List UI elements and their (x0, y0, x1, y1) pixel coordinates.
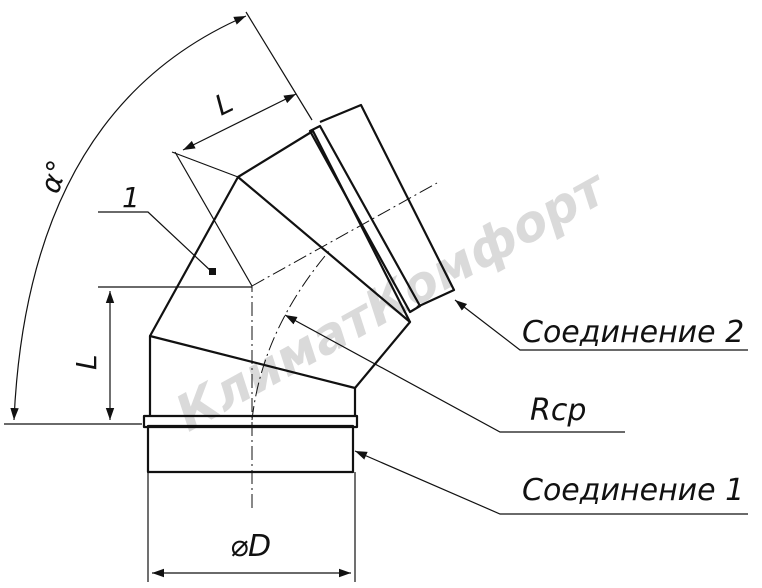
inclined-centerline (251, 182, 438, 287)
dimension-lines (4, 11, 748, 582)
length-left-label: L (70, 354, 103, 370)
radius-arc (251, 249, 331, 421)
connection-1-label: Соединение 1 (522, 473, 744, 508)
segment-3 (237, 129, 411, 323)
leader-connection-2 (454, 299, 748, 351)
angle-extension-2 (245, 11, 313, 121)
angle-label: α° (33, 156, 74, 197)
length-top-label: L (210, 86, 238, 123)
centerlines (251, 182, 438, 508)
l-top-extension (171, 151, 239, 178)
top-collar (319, 103, 456, 308)
top-bead (308, 124, 422, 314)
bottom-bead (142, 414, 359, 429)
leader-connection-1 (354, 450, 748, 515)
item-number-label: 1 (122, 181, 140, 214)
item-1-point (209, 268, 216, 275)
connection-2-label: Соединение 2 (522, 315, 744, 350)
leader-item-1 (98, 211, 213, 273)
l-top-dim (182, 93, 297, 151)
angle-extension (174, 151, 253, 287)
diameter-label: ⌀D (230, 529, 271, 564)
bottom-collar (146, 424, 355, 474)
radius-label: Rср (530, 393, 586, 428)
angle-arc (10, 15, 247, 421)
leader-radius (284, 314, 625, 433)
